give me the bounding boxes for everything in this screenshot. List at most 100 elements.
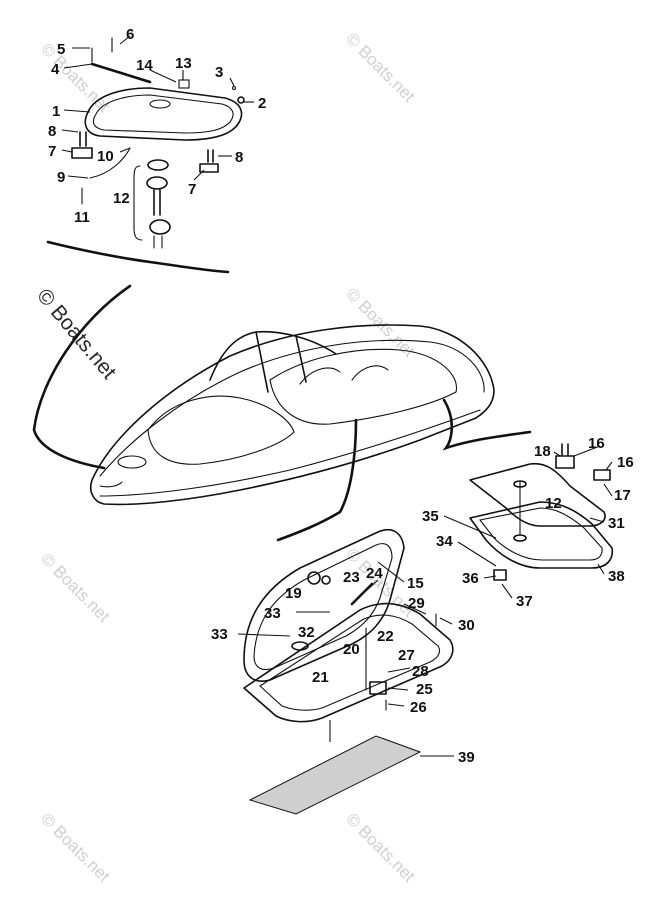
- callout-29: 29: [408, 595, 425, 612]
- boat-hull: [32, 284, 532, 542]
- callout-36: 36: [462, 570, 479, 587]
- callout-13: 13: [175, 55, 192, 72]
- callout-1: 1: [52, 103, 60, 120]
- hatch-frame-inner: [479, 507, 603, 561]
- callout-9: 9: [57, 169, 65, 186]
- storage-box-assembly: [243, 528, 454, 723]
- hinge-left: [71, 131, 93, 159]
- callout-15: 15: [407, 575, 424, 592]
- callout-34: 34: [436, 533, 453, 550]
- storage-tub: [243, 602, 454, 723]
- hatch-lid: [84, 87, 243, 141]
- callout-25: 25: [416, 681, 433, 698]
- latch-bottom: [513, 534, 527, 542]
- callout-27: 27: [398, 647, 415, 664]
- hull-outline: [89, 324, 495, 506]
- callout-35: 35: [422, 508, 439, 525]
- washer-3: [231, 85, 237, 91]
- nut-2: [237, 96, 245, 104]
- callout-5: 5: [57, 41, 65, 58]
- storage-lid-inner: [253, 543, 393, 671]
- callout-21: 21: [312, 669, 329, 686]
- hinge-16b: [593, 469, 611, 481]
- hatch-frame-38: [469, 501, 614, 569]
- latch-base: [149, 219, 171, 235]
- callout-labels: 6 5 4 14 13 3 2 1 8 7 10 9 8 7 12 11 18 …: [48, 26, 634, 766]
- callout-33-b: 33: [211, 626, 228, 643]
- deck-section-line: [46, 240, 230, 274]
- bow-cockpit: [147, 395, 295, 465]
- hatch-lid-port: [149, 99, 171, 109]
- callout-28: 28: [412, 663, 429, 680]
- callout-30: 30: [458, 617, 475, 634]
- hatch-cover-31: [469, 462, 606, 527]
- seat-backs: [299, 365, 389, 385]
- floor-hatch-assembly: [469, 443, 614, 581]
- callout-16-b: 16: [617, 454, 634, 471]
- bow-hatch-assembly: [46, 37, 245, 274]
- latch-body: [146, 176, 168, 190]
- callout-22: 22: [377, 628, 394, 645]
- callout-4: 4: [51, 61, 60, 78]
- latch-cable: [89, 147, 131, 179]
- latch-top: [513, 480, 527, 488]
- callout-8-left: 8: [48, 123, 56, 140]
- hull-rubrail: [99, 409, 481, 497]
- watermark: © Boats.net: [37, 809, 114, 886]
- bushing-23: [321, 575, 331, 585]
- watermark: © Boats.net: [37, 549, 114, 626]
- callout-20: 20: [343, 641, 360, 658]
- callout-3: 3: [215, 64, 223, 81]
- callout-7-left: 7: [48, 143, 56, 160]
- bow-hatch-opening: [117, 455, 147, 469]
- hinge-right: [199, 149, 219, 173]
- callout-10: 10: [97, 148, 114, 165]
- bracket-12: [133, 165, 143, 241]
- callout-31: 31: [608, 515, 625, 532]
- windshield: [209, 330, 337, 393]
- prop-rod: [90, 62, 152, 84]
- gas-spring-mount-19: [307, 571, 321, 585]
- callout-32: 32: [298, 624, 315, 641]
- floor-pointer-line: [276, 418, 358, 542]
- mat-39: [248, 735, 422, 815]
- callout-26: 26: [410, 699, 427, 716]
- hatch-lid-inner: [92, 94, 234, 134]
- latch-cap: [147, 159, 169, 171]
- bow-eye: [99, 481, 123, 488]
- watermark-main: © Boats.net: [32, 284, 120, 383]
- callout-8-right: 8: [235, 149, 243, 166]
- callout-11: 11: [74, 209, 90, 226]
- bow-pointer-line: [32, 284, 132, 470]
- catch-36: [493, 569, 507, 581]
- callout-14: 14: [136, 57, 153, 74]
- stern-pointer-line: [442, 398, 532, 451]
- callout-33-a: 33: [264, 605, 281, 622]
- callout-38: 38: [608, 568, 625, 585]
- watermark: © Boats.net: [37, 39, 114, 116]
- callout-18: 18: [534, 443, 551, 460]
- callout-19: 19: [285, 585, 302, 602]
- callout-7-right: 7: [188, 181, 196, 198]
- callout-24: 24: [366, 565, 383, 582]
- storage-tub-inner: [259, 614, 441, 711]
- latch-25: [369, 681, 387, 695]
- callout-16-a: 16: [588, 435, 605, 452]
- callout-12-right: 12: [545, 495, 562, 512]
- latch-screws: [153, 235, 163, 249]
- callout-39: 39: [458, 749, 475, 766]
- grommet-32: [291, 641, 309, 651]
- callout-37: 37: [516, 593, 533, 610]
- callout-23: 23: [343, 569, 360, 586]
- main-cockpit: [269, 348, 458, 425]
- clip-13: [178, 79, 190, 89]
- callout-12-top: 12: [113, 190, 130, 207]
- callout-2: 2: [258, 95, 266, 112]
- watermark: © Boats.net: [342, 29, 419, 106]
- callout-6: 6: [126, 26, 134, 43]
- watermark: © Boats.net: [342, 809, 419, 886]
- callout-17: 17: [614, 487, 631, 504]
- hull-gunwale: [99, 339, 485, 477]
- hinge-16: [555, 443, 575, 469]
